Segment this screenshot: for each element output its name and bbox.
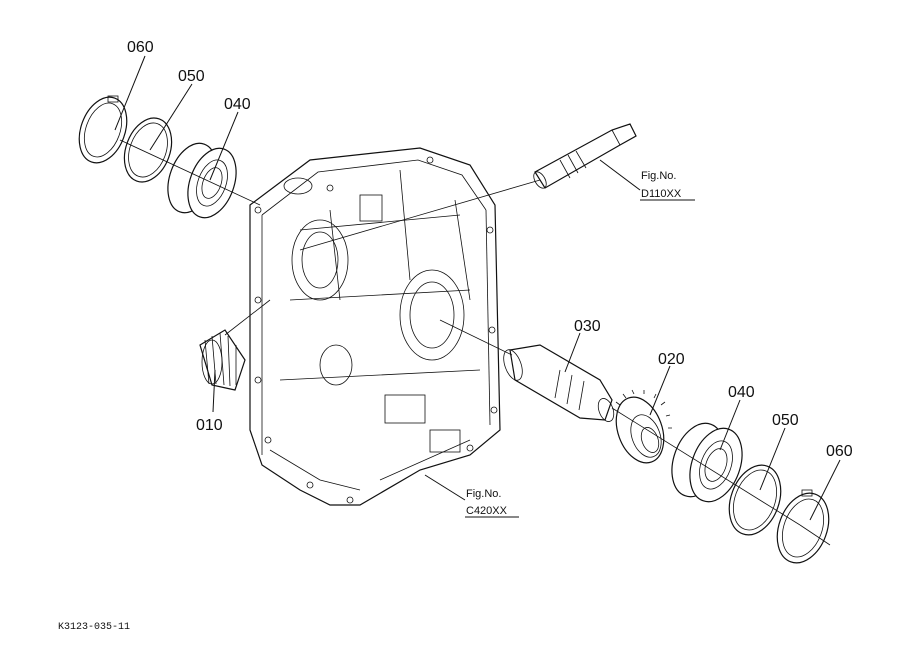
bevel-pinion-010 xyxy=(199,329,246,391)
bevel-gear-020 xyxy=(615,389,672,464)
assembly-axes xyxy=(119,139,831,546)
fig-ref-bottom: Fig.No. C420XX xyxy=(465,488,519,518)
label-020: 020 xyxy=(658,351,685,368)
leader-lines xyxy=(114,55,841,521)
snap-ring-060-left xyxy=(78,95,128,164)
fig-ref-top-title: Fig.No. xyxy=(641,170,676,182)
label-030: 030 xyxy=(574,318,601,335)
label-040-left: 040 xyxy=(224,96,251,113)
lower-shaft-030 xyxy=(503,344,615,422)
upper-shaft xyxy=(533,123,637,189)
ball-bearing-040-left xyxy=(167,142,237,219)
fig-ref-bottom-title: Fig.No. xyxy=(466,488,501,500)
label-040-right: 040 xyxy=(728,384,755,401)
label-050-left: 050 xyxy=(178,68,205,85)
drawing-code: K3123-035-11 xyxy=(58,622,130,633)
label-050-right: 050 xyxy=(772,412,799,429)
label-060-right: 060 xyxy=(826,443,853,460)
label-010: 010 xyxy=(196,417,223,434)
fig-ref-top: Fig.No. D110XX xyxy=(640,170,695,201)
fig-ref-bottom-code: C420XX xyxy=(466,505,508,517)
shim-050-right xyxy=(728,464,782,536)
gear-case-housing xyxy=(249,147,501,506)
label-060-left: 060 xyxy=(127,39,154,56)
ball-bearing-040-right xyxy=(671,422,743,503)
fig-ref-top-code: D110XX xyxy=(641,188,682,200)
snap-ring-060-right xyxy=(776,489,830,564)
